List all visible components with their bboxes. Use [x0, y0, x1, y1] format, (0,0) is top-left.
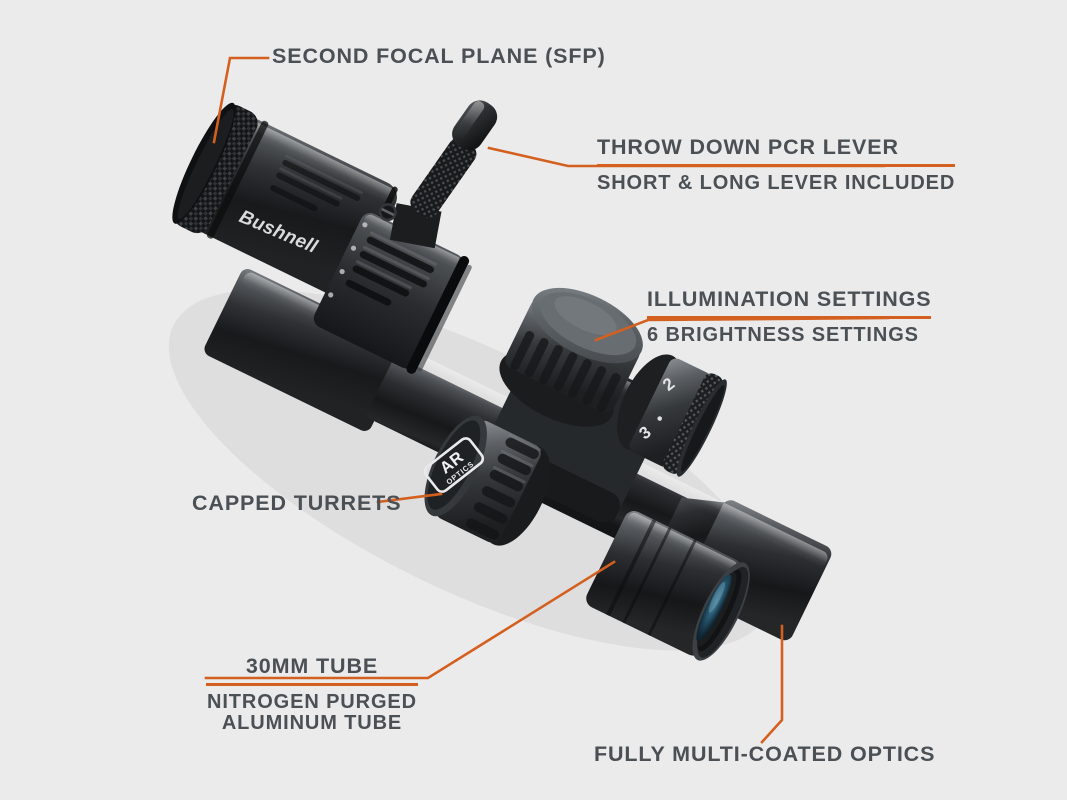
callout-line: NITROGEN PURGED	[207, 690, 417, 713]
callout-capped-turrets: CAPPED TURRETS	[192, 491, 402, 515]
callout-line: 30MM TUBE	[245, 654, 379, 678]
callout-line: ILLUMINATION SETTINGS	[647, 287, 932, 311]
callout-line: 6 BRIGHTNESS SETTINGS	[647, 323, 919, 346]
callout-throw-down-pcr-lever: THROW DOWN PCR LEVER SHORT & LONG LEVER …	[597, 135, 956, 194]
callout-rule	[206, 683, 418, 686]
leader-multi-coated	[760, 624, 784, 744]
callout-fully-multi-coated-optics: FULLY MULTI-COATED OPTICS	[594, 742, 936, 766]
callout-illumination-settings: ILLUMINATION SETTINGS 6 BRIGHTNESS SETTI…	[647, 287, 932, 346]
leader-30mm-tube	[204, 560, 616, 680]
callout-second-focal-plane: SECOND FOCAL PLANE (SFP)	[272, 44, 606, 68]
callout-line: THROW DOWN PCR LEVER	[597, 135, 899, 159]
leader-second-focal-plane	[212, 56, 270, 144]
callout-line: SHORT & LONG LEVER INCLUDED	[597, 171, 956, 194]
callout-line: SECOND FOCAL PLANE (SFP)	[272, 44, 606, 68]
leader-illumination	[594, 316, 890, 342]
callout-line: FULLY MULTI-COATED OPTICS	[594, 742, 936, 766]
callout-rule	[597, 164, 956, 167]
leader-capped-turrets	[376, 492, 443, 504]
objective-lens	[696, 574, 732, 642]
callout-line: CAPPED TURRETS	[192, 491, 402, 515]
callout-rule	[647, 316, 932, 319]
callout-30mm-tube: 30MM TUBE NITROGEN PURGED ALUMINUM TUBE	[206, 654, 418, 735]
callout-line: ALUMINUM TUBE	[221, 712, 403, 735]
